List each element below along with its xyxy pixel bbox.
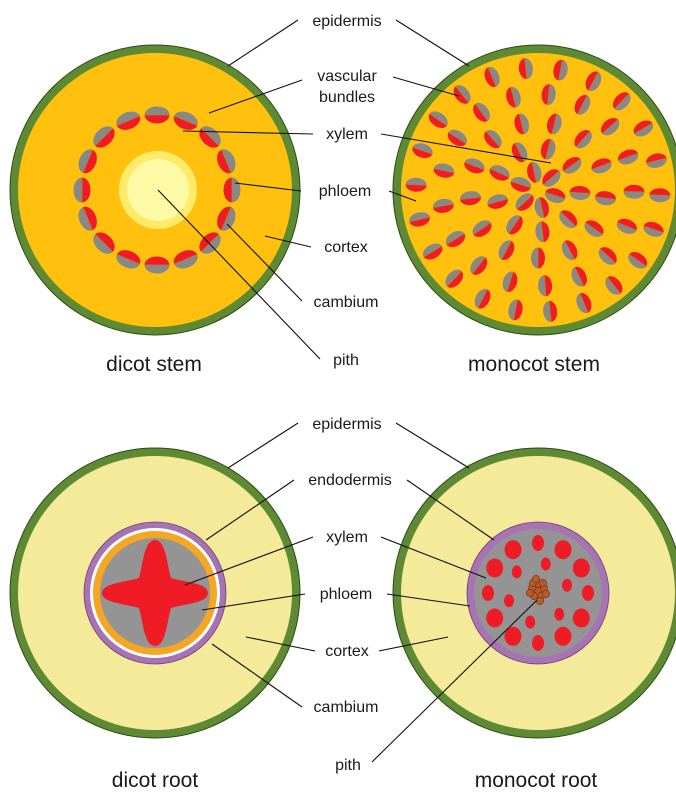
xylem-vessel [486, 609, 503, 628]
label-stem-pith: pith [333, 352, 359, 369]
xylem-vessel [504, 594, 514, 607]
xylem-vessel [582, 585, 594, 601]
pith-cell [542, 590, 549, 597]
caption-monocot-root: monocot root [475, 769, 598, 792]
label-stem-cortex: cortex [324, 239, 368, 256]
xylem-vessel [512, 565, 522, 578]
xylem-vessel [562, 579, 572, 592]
xylem-vessel [505, 540, 522, 559]
label-stem-epidermis: epidermis [312, 13, 381, 30]
xylem-vessel [555, 540, 572, 559]
xylem-vessel [486, 559, 503, 578]
caption-monocot-stem: monocot stem [468, 353, 600, 376]
pith-cell [539, 579, 546, 586]
leader-epidermis-monocot-stem [396, 20, 469, 66]
label-root-cambium: cambium [314, 699, 379, 716]
vascular-bundle [74, 178, 91, 203]
caption-dicot-root: dicot root [112, 769, 199, 792]
stem-labels: epidermis vascular bundles xylem phloem … [312, 13, 381, 369]
dicot-stem-section [10, 45, 300, 335]
monocot-root-section [393, 448, 676, 738]
monocot-stem-section [393, 45, 676, 335]
xylem-vessel [573, 609, 590, 628]
vascular-bundle [531, 248, 545, 269]
label-root-xylem: xylem [326, 529, 368, 546]
xylem-vessel [482, 585, 494, 601]
xylem-vessel [532, 635, 544, 651]
label-stem-phloem: phloem [319, 183, 371, 200]
pith-cell [536, 597, 543, 604]
label-root-epidermis: epidermis [312, 416, 381, 433]
leader-epidermis-dicot-stem [228, 20, 298, 66]
label-root-cortex: cortex [325, 643, 369, 660]
xylem-vessel [555, 627, 572, 646]
label-root-phloem: phloem [320, 586, 372, 603]
label-vascular-line1: vascular [317, 68, 377, 85]
vascular-bundle [145, 257, 170, 274]
pith-cell [532, 575, 539, 582]
pith-cell [526, 589, 533, 596]
label-stem-cambium: cambium [314, 294, 379, 311]
xylem-vessel [554, 608, 564, 621]
xylem-vessel [573, 559, 590, 578]
leader-epidermis-monocot-root [396, 423, 469, 468]
caption-dicot-stem: dicot stem [106, 353, 202, 376]
xylem-vessel [532, 535, 544, 551]
label-vascular-line2: bundles [319, 89, 375, 106]
dicot-root-section [10, 448, 300, 738]
label-root-pith: pith [335, 757, 361, 774]
label-stem-xylem: xylem [326, 126, 368, 143]
xylem-vessel [525, 615, 535, 628]
xylem-vessel [541, 558, 551, 571]
vascular-bundle [224, 178, 241, 203]
label-root-endodermis: endodermis [308, 472, 392, 489]
root-labels: epidermis endodermis xylem phloem cortex… [308, 416, 392, 774]
leader-epidermis-dicot-root [228, 423, 298, 468]
vascular-bundle [145, 107, 170, 124]
